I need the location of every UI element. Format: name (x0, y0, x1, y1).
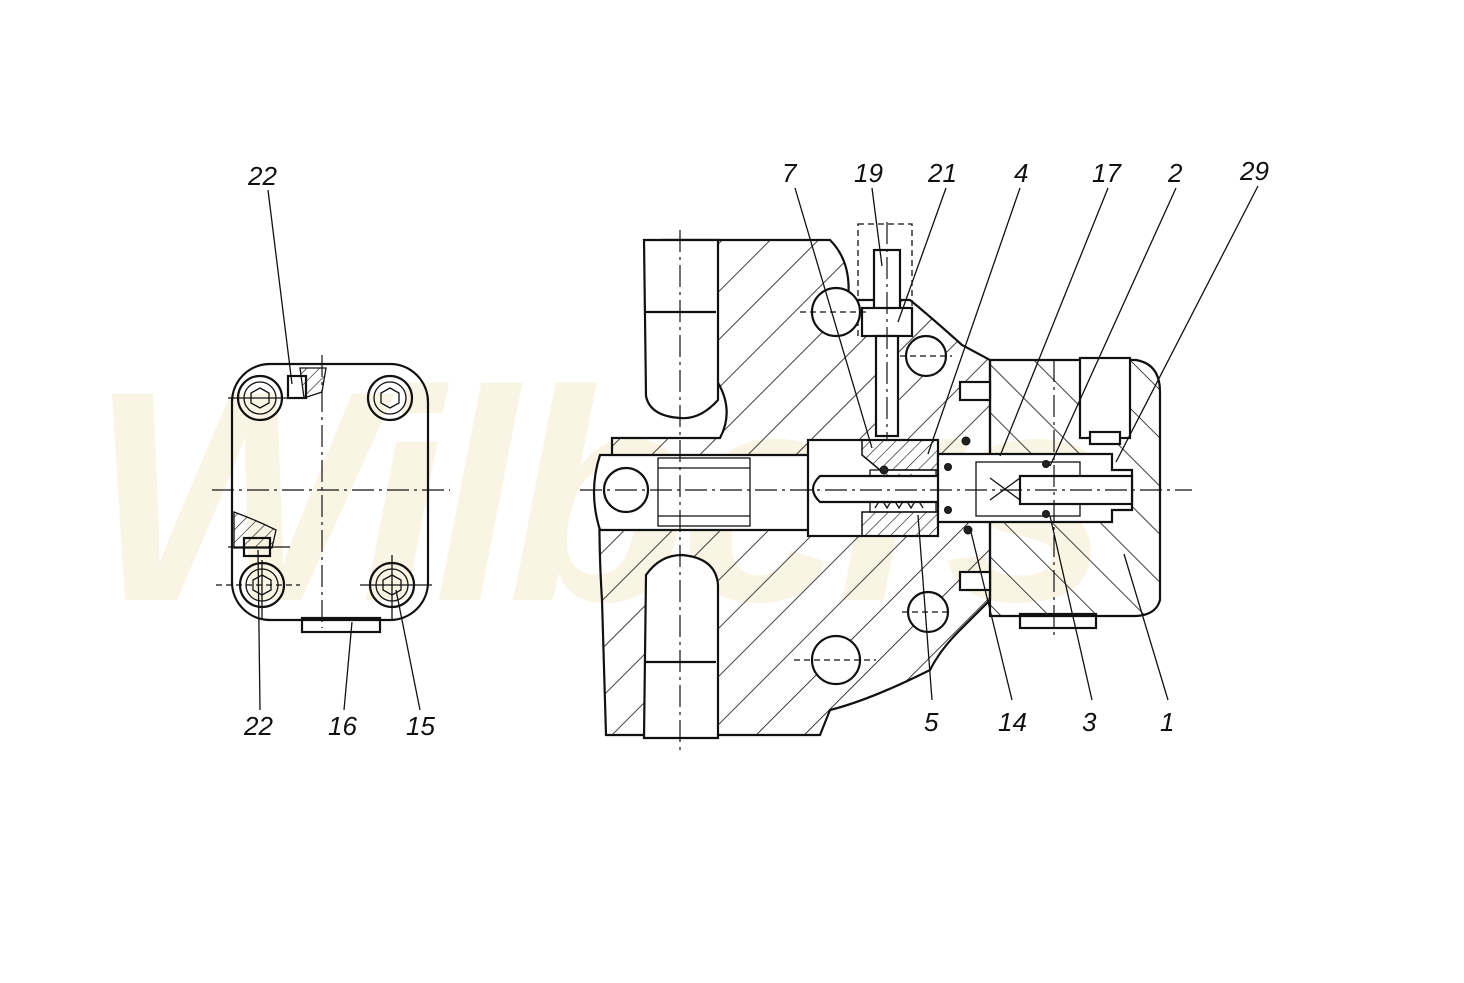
callout-19: 19 (854, 158, 883, 188)
callout-22-bottom: 22 (243, 711, 273, 741)
callout-17: 17 (1092, 158, 1122, 188)
callout-5: 5 (924, 707, 939, 737)
plunger (811, 474, 952, 504)
callout-3: 3 (1082, 707, 1097, 737)
callout-16: 16 (328, 711, 357, 741)
main-bore (592, 453, 812, 532)
callout-29: 29 (1239, 156, 1269, 186)
section-view (580, 185, 1259, 752)
bolt-top-left (228, 374, 292, 422)
cover-plate-outline (230, 362, 430, 622)
callout-22-top: 22 (247, 161, 277, 191)
callout-4: 4 (1014, 158, 1028, 188)
callout-2: 2 (1167, 158, 1183, 188)
cap-tab (1018, 612, 1098, 630)
end-view (212, 189, 450, 711)
bolt-bottom-left (216, 560, 300, 620)
upper-channel (642, 238, 720, 420)
callout-21: 21 (927, 158, 957, 188)
callout-15: 15 (406, 711, 435, 741)
callout-14: 14 (998, 707, 1027, 737)
callout-7: 7 (782, 158, 798, 188)
set-screw-top (286, 374, 308, 400)
bolt-top-right (366, 374, 414, 422)
callout-1: 1 (1160, 707, 1174, 737)
lower-channel (642, 553, 720, 740)
plate-tab (300, 616, 382, 634)
bolt-bottom-right (360, 555, 432, 620)
